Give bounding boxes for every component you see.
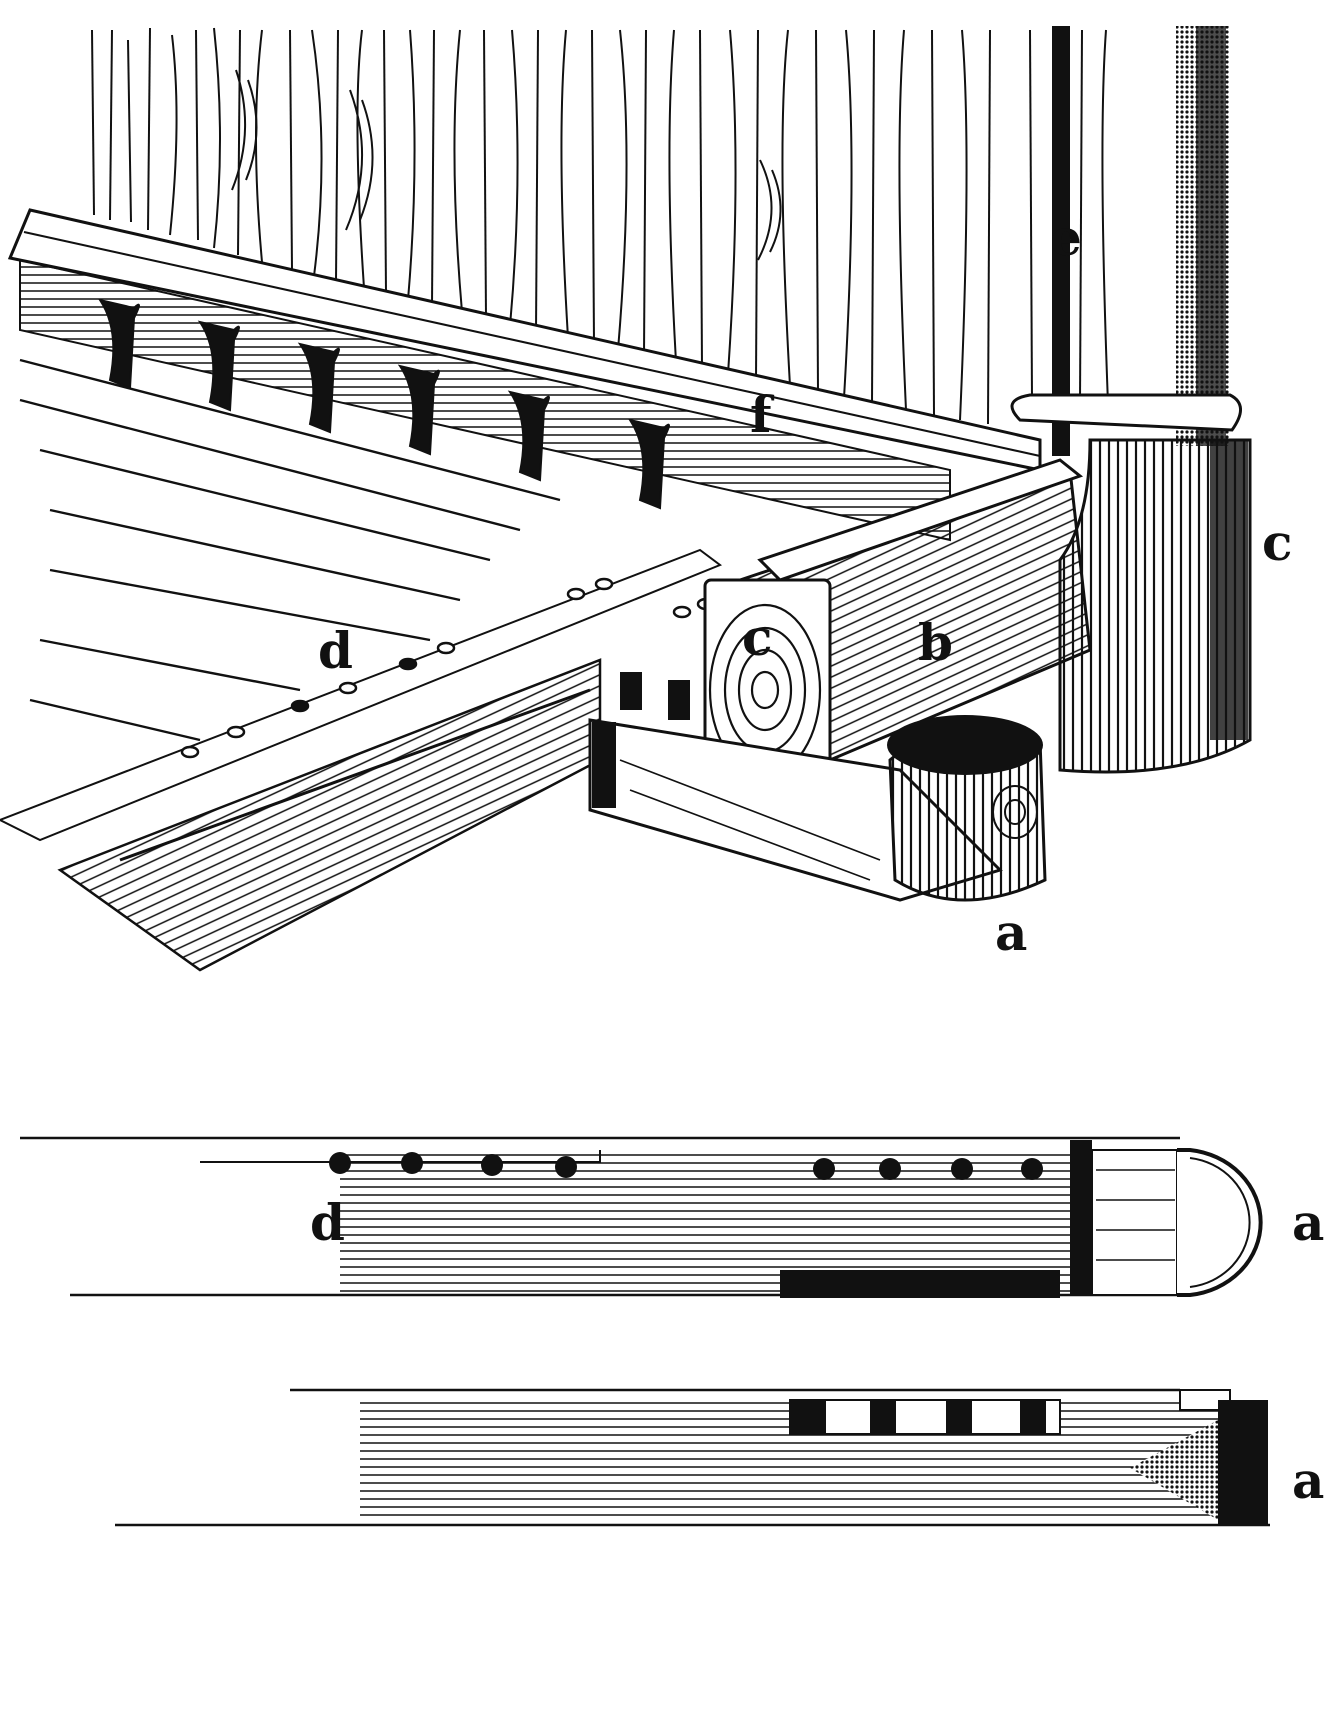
label-f: f xyxy=(750,385,775,444)
elevation-view xyxy=(115,1388,1270,1527)
floor-boards xyxy=(19,358,561,742)
plan-view xyxy=(20,1136,1263,1298)
long-beam xyxy=(0,548,723,972)
letter-labels: e f c b c d a d a a xyxy=(310,208,1324,1510)
label-c-right: c xyxy=(1262,513,1292,572)
cross-beam-b xyxy=(620,458,1092,797)
label-d-middle: d xyxy=(310,1193,345,1252)
mortise-slots xyxy=(789,1399,1061,1435)
label-a-middle: a xyxy=(1292,1193,1324,1252)
label-d-top: d xyxy=(318,621,353,680)
peg-holes-d-middle xyxy=(329,1152,1043,1180)
round-post-a xyxy=(887,715,1047,902)
column-base-c xyxy=(1010,393,1252,774)
label-c-center: c xyxy=(742,608,772,667)
peg-holes-d-top xyxy=(180,577,716,759)
rail-with-brackets xyxy=(7,208,1042,542)
label-a-bottom: a xyxy=(1292,1451,1324,1510)
perspective-view xyxy=(0,20,1252,972)
label-a-top: a xyxy=(995,903,1027,962)
label-b: b xyxy=(918,613,953,672)
label-e: e xyxy=(1050,208,1082,267)
